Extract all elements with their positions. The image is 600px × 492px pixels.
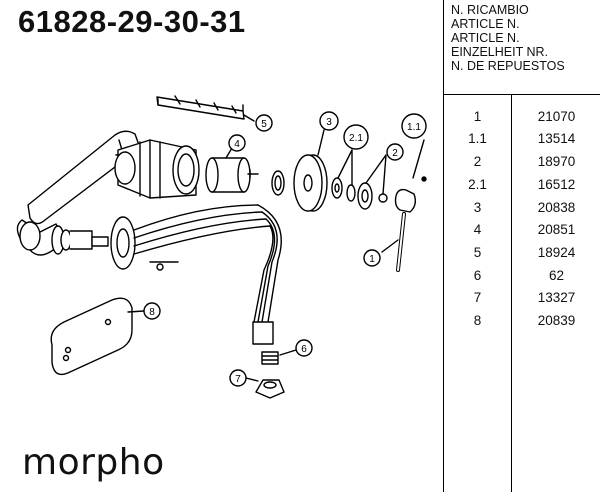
header-line: EINZELHEIT NR.: [451, 45, 549, 59]
part-ref: 3: [473, 200, 482, 215]
part-code: 62: [548, 268, 565, 283]
part-1-cap: [381, 139, 427, 272]
header-line: N. RICAMBIO: [451, 3, 529, 17]
part-code: 16512: [537, 177, 576, 192]
part-2-rings: [331, 149, 388, 210]
part-ref: 2.1: [468, 177, 487, 192]
part-code: 20839: [537, 313, 576, 328]
callout-4: 4: [234, 139, 240, 150]
model-number-title: 61828-29-30-31: [18, 4, 246, 39]
part-code: 21070: [537, 109, 576, 124]
table-row: 8 20839: [444, 313, 600, 331]
part-4-spindle: [205, 147, 259, 193]
o-ring: [271, 170, 285, 196]
mixer-body-flange: [91, 204, 282, 345]
table-row: 1.1 13514: [444, 131, 600, 149]
table-row: 1 21070: [444, 109, 600, 127]
part-ref: 8: [473, 313, 482, 328]
part-ref: 1.1: [468, 131, 487, 146]
part-ref: 1: [473, 109, 482, 124]
header-line: ARTICLE N.: [451, 17, 520, 31]
callout-7: 7: [235, 374, 241, 385]
column-divider: [511, 95, 512, 492]
part-ref: 2: [473, 154, 482, 169]
part-8-plate: [50, 297, 145, 376]
table-row: 5 18924: [444, 245, 600, 263]
callout-3: 3: [326, 117, 332, 128]
part-7-nut: [245, 377, 285, 399]
table-row: 2.1 16512: [444, 177, 600, 195]
table-row: 6 62: [444, 268, 600, 286]
part-ref: 6: [473, 268, 482, 283]
callout-5: 5: [261, 119, 267, 130]
part-6-fitting: [261, 349, 297, 365]
part-code: 13327: [537, 290, 576, 305]
table-row: 4 20851: [444, 222, 600, 240]
brand-logo-text: morpho: [22, 442, 165, 483]
table-row: 2 18970: [444, 154, 600, 172]
callout-2-1: 2.1: [349, 133, 363, 144]
table-row: 3 20838: [444, 200, 600, 218]
part-code: 20838: [537, 200, 576, 215]
callout-1-1: 1.1: [407, 122, 421, 133]
parts-table: N. RICAMBIO ARTICLE N. ARTICLE N. EINZEL…: [443, 0, 600, 492]
callout-6: 6: [301, 344, 307, 355]
table-header: N. RICAMBIO ARTICLE N. ARTICLE N. EINZEL…: [444, 0, 600, 95]
part-code: 18924: [537, 245, 576, 260]
part-ref: 7: [473, 290, 482, 305]
callout-2: 2: [392, 148, 398, 159]
table-row: 7 13327: [444, 290, 600, 308]
callout-circles: [143, 111, 427, 387]
part-ref: 5: [473, 245, 482, 260]
header-line: ARTICLE N.: [451, 31, 520, 45]
part-ref: 4: [473, 222, 482, 237]
exploded-parts-diagram: 5 4 3 2.1 2 1.1 1 6 7 8: [16, 95, 427, 399]
part-5-bracket: [156, 95, 255, 122]
callout-8: 8: [149, 307, 155, 318]
part-3-disc: [293, 129, 328, 212]
callout-1: 1: [369, 254, 375, 265]
part-code: 13514: [537, 131, 576, 146]
lever-arm: [16, 130, 169, 256]
part-code: 18970: [537, 154, 576, 169]
part-code: 20851: [537, 222, 576, 237]
header-line: N. DE REPUESTOS: [451, 59, 565, 73]
cartridge-body: [114, 139, 200, 199]
